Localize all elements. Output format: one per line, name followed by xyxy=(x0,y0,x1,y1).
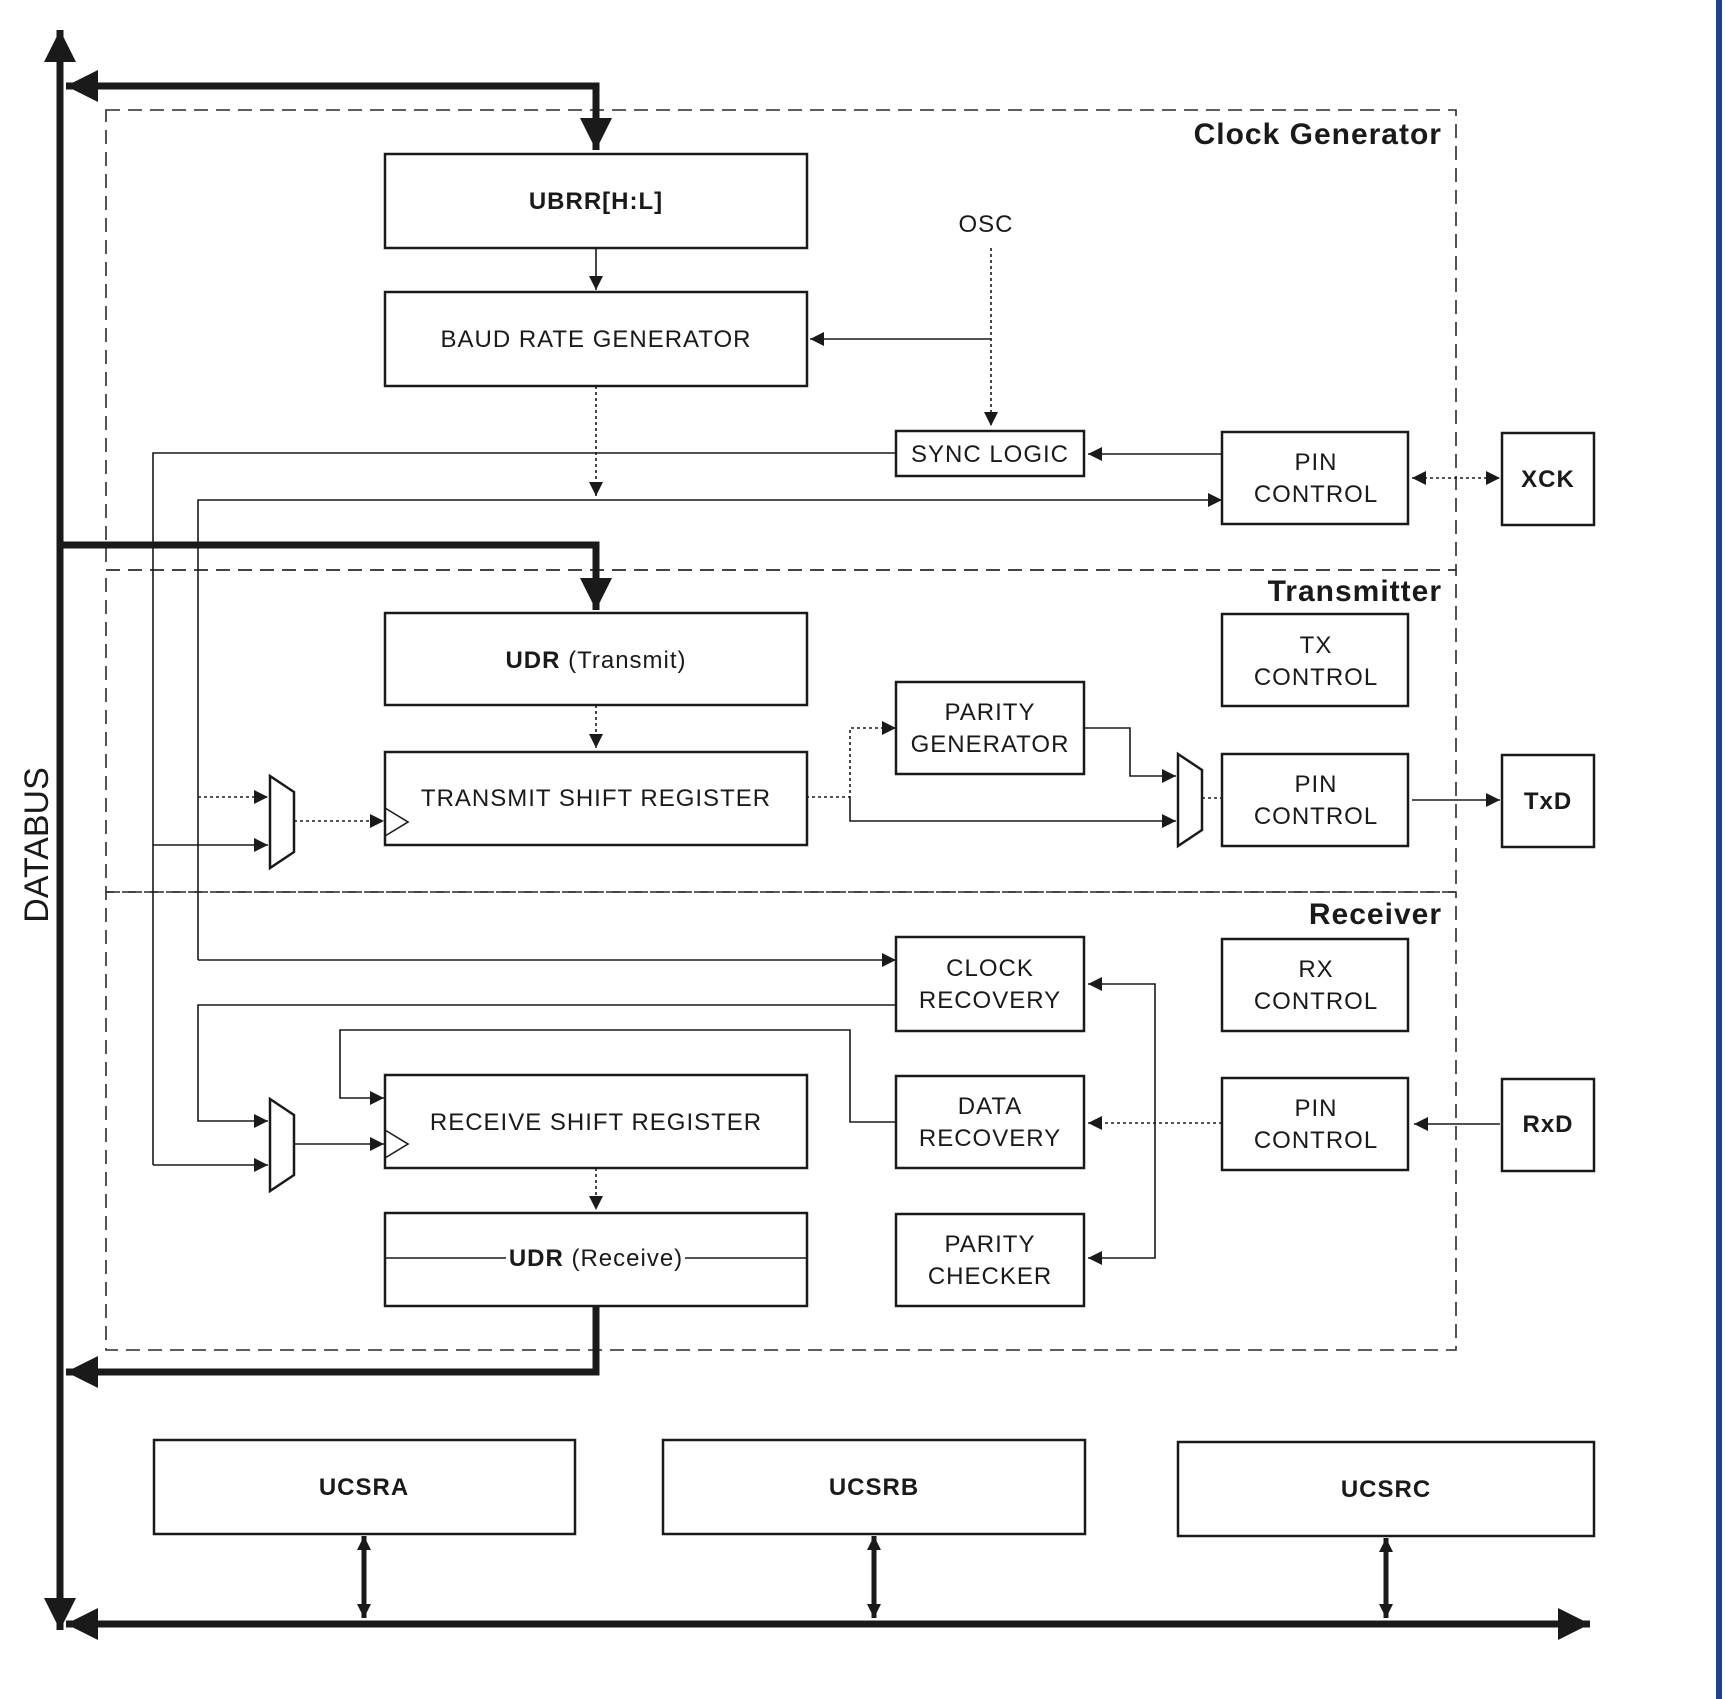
sync-logic-block: SYNC LOGIC xyxy=(894,429,1086,478)
ucsrb-block: UCSRB xyxy=(661,1438,1087,1536)
data-recovery-to-shift xyxy=(339,1029,896,1123)
ubrr-block: UBRR[H:L] xyxy=(383,152,809,250)
tx-control-block: TX CONTROL xyxy=(1220,612,1410,708)
udr-transmit-name: UDR xyxy=(505,647,560,674)
svg-text:CONTROL: CONTROL xyxy=(1254,1127,1378,1154)
udr-receive-to-bus xyxy=(66,1306,600,1388)
svg-text:CONTROL: CONTROL xyxy=(1254,481,1378,508)
parity-checker-block: PARITY CHECKER xyxy=(894,1212,1086,1308)
svg-text:PARITY: PARITY xyxy=(945,699,1036,726)
svg-text:UCSRA: UCSRA xyxy=(319,1474,409,1501)
pin-control-rxd-block: PIN CONTROL xyxy=(1220,1076,1410,1172)
bus-to-ubrr xyxy=(66,82,612,150)
svg-text:RECOVERY: RECOVERY xyxy=(919,1125,1061,1152)
svg-text:RECOVERY: RECOVERY xyxy=(919,987,1061,1014)
svg-text:PIN: PIN xyxy=(1294,1095,1337,1122)
pin-control-txd-block: PIN CONTROL xyxy=(1220,752,1410,848)
svg-text:DATA: DATA xyxy=(958,1093,1022,1120)
svg-text:UBRR[H:L]: UBRR[H:L] xyxy=(529,188,663,215)
bus-to-udr-transmit xyxy=(62,541,612,610)
svg-text:PARITY: PARITY xyxy=(945,1231,1036,1258)
svg-text:TxD: TxD xyxy=(1524,788,1572,815)
svg-text:CONTROL: CONTROL xyxy=(1254,664,1378,691)
svg-text:CONTROL: CONTROL xyxy=(1254,988,1378,1015)
svg-text:UDR (Receive): UDR (Receive) xyxy=(509,1245,683,1272)
svg-text:BAUD RATE GENERATOR: BAUD RATE GENERATOR xyxy=(440,326,751,353)
data-recovery-block: DATA RECOVERY xyxy=(894,1074,1086,1170)
txd-block: TxD xyxy=(1500,753,1596,849)
transmit-shift-register-block: TRANSMIT SHIFT REGISTER xyxy=(383,750,809,847)
svg-text:PIN: PIN xyxy=(1294,449,1337,476)
clock-generator-frame xyxy=(105,109,1457,571)
rx-control-block: RX CONTROL xyxy=(1220,937,1410,1033)
parity-generator-block: PARITY GENERATOR xyxy=(894,680,1086,776)
rx-bus-to-parity-checker xyxy=(1088,1123,1156,1265)
ucsrc-block: UCSRC xyxy=(1176,1440,1596,1538)
rx-clock-mux xyxy=(268,1096,296,1194)
svg-text:TX: TX xyxy=(1300,632,1333,659)
rxd-block: RxD xyxy=(1500,1077,1596,1173)
clock-recovery-to-rx-mux xyxy=(197,1004,896,1128)
shift-to-parity xyxy=(806,721,896,798)
pin-control-xck-block: PIN CONTROL xyxy=(1220,430,1410,526)
databus-label: DATABUS xyxy=(18,767,56,923)
clock-line-to-pin-xck xyxy=(197,493,1222,960)
baud-rate-generator-block: BAUD RATE GENERATOR xyxy=(383,290,809,388)
svg-text:RX: RX xyxy=(1298,956,1333,983)
receive-shift-register-block: RECEIVE SHIFT REGISTER xyxy=(383,1073,809,1170)
udr-transmit-block: UDR (Transmit) xyxy=(383,611,809,707)
svg-text:RxD: RxD xyxy=(1522,1111,1573,1138)
svg-text:UCSRB: UCSRB xyxy=(829,1474,919,1501)
section-title-clock-generator: Clock Generator xyxy=(1194,118,1442,151)
rx-bus-to-clock-recovery xyxy=(1088,977,1156,1123)
section-title-transmitter: Transmitter xyxy=(1268,575,1442,608)
xck-block: XCK xyxy=(1500,431,1596,527)
udr-receive-name: UDR xyxy=(509,1245,564,1272)
ucsra-block: UCSRA xyxy=(152,1438,577,1536)
svg-text:CONTROL: CONTROL xyxy=(1254,803,1378,830)
svg-text:PIN: PIN xyxy=(1294,771,1337,798)
parity-to-out-mux xyxy=(1084,727,1176,783)
section-title-receiver: Receiver xyxy=(1309,898,1442,931)
udr-receive-suffix: (Receive) xyxy=(571,1245,683,1272)
svg-text:SYNC LOGIC: SYNC LOGIC xyxy=(911,441,1069,468)
osc-label: OSC xyxy=(958,211,1013,238)
svg-text:TRANSMIT SHIFT REGISTER: TRANSMIT SHIFT REGISTER xyxy=(421,785,771,812)
shift-to-out-mux xyxy=(849,797,1176,828)
udr-receive-block: UDR (Receive) xyxy=(383,1211,809,1308)
svg-text:CLOCK: CLOCK xyxy=(946,955,1034,982)
svg-text:XCK: XCK xyxy=(1521,466,1575,493)
svg-text:CHECKER: CHECKER xyxy=(928,1263,1052,1290)
svg-text:GENERATOR: GENERATOR xyxy=(911,731,1070,758)
sync-to-left-rail xyxy=(152,452,896,1165)
svg-text:UCSRC: UCSRC xyxy=(1341,1476,1431,1503)
clock-recovery-block: CLOCK RECOVERY xyxy=(894,935,1086,1033)
svg-text:RECEIVE SHIFT REGISTER: RECEIVE SHIFT REGISTER xyxy=(430,1109,762,1136)
svg-text:UDR (Transmit): UDR (Transmit) xyxy=(505,647,686,674)
tx-output-mux xyxy=(1176,751,1204,849)
udr-transmit-suffix: (Transmit) xyxy=(568,647,686,674)
tx-clock-mux xyxy=(268,773,296,871)
